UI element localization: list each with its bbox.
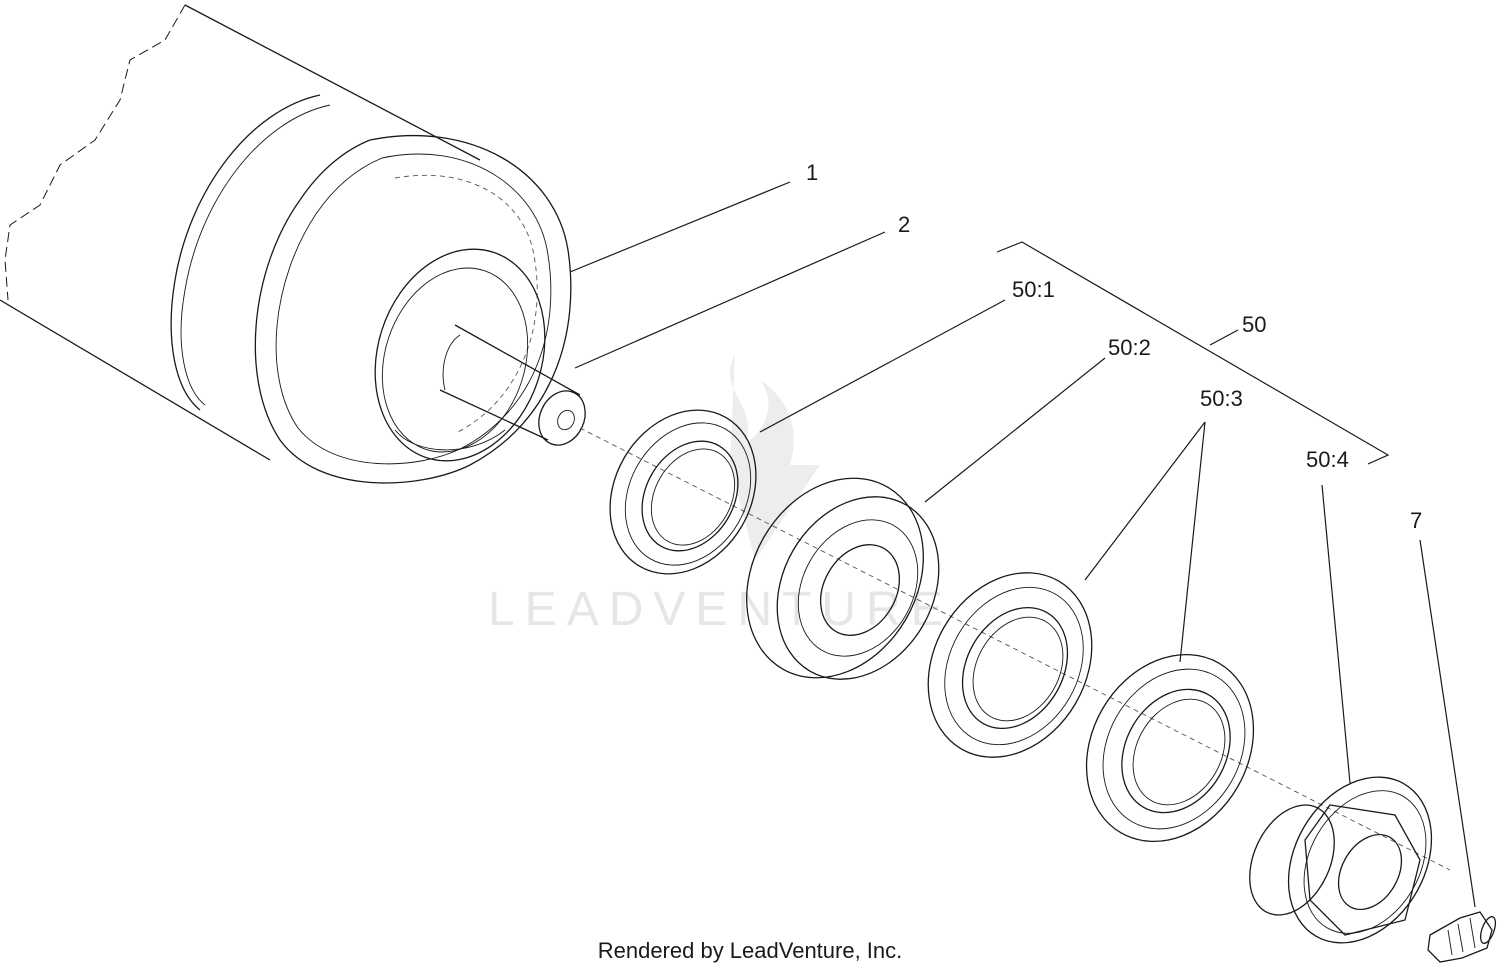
callout-1: 1 bbox=[806, 160, 818, 185]
bearing-50-2 bbox=[746, 477, 940, 680]
grease-fitting-7 bbox=[1427, 911, 1497, 963]
seal-50-1-lip bbox=[650, 448, 736, 546]
leader-50-3-a bbox=[1084, 421, 1206, 581]
bearing-50-2-front bbox=[776, 496, 940, 680]
leader-1 bbox=[569, 181, 791, 273]
flange-nut-50-4-hub bbox=[1249, 804, 1335, 916]
callout-50-4: 50:4 bbox=[1306, 447, 1349, 472]
grease-fitting-7-threads bbox=[1447, 917, 1476, 956]
seal-50-3-b-outer bbox=[1085, 653, 1255, 843]
tire-break-line bbox=[4, 4, 186, 301]
seal-50-3-a-face bbox=[944, 586, 1084, 746]
watermark-flame-logo bbox=[729, 355, 820, 560]
tire-sidewall bbox=[254, 135, 572, 484]
tire-hidden-edge bbox=[394, 174, 538, 433]
flange-nut-50-4-flange bbox=[1287, 776, 1433, 944]
grease-fitting-7-tip bbox=[1479, 916, 1497, 944]
bearing-50-2-back bbox=[746, 477, 924, 679]
flange-nut-50-4-bore bbox=[1337, 833, 1403, 911]
seal-50-1-outer bbox=[609, 409, 757, 575]
leader-50-3-b bbox=[1179, 421, 1206, 663]
watermark: LEADVENTURE bbox=[488, 355, 953, 636]
seal-50-1 bbox=[609, 409, 757, 575]
seal-50-3-b-face bbox=[1102, 668, 1246, 830]
seal-50-3-a bbox=[927, 572, 1093, 758]
leader-50-2 bbox=[924, 357, 1106, 503]
seal-50-3-a-lip bbox=[972, 616, 1064, 722]
tire-tread-2 bbox=[180, 104, 331, 406]
assembly-centerline bbox=[579, 427, 1451, 871]
callout-50-1: 50:1 bbox=[1012, 277, 1055, 302]
seal-50-1-face bbox=[624, 422, 752, 566]
grease-fitting-7-body bbox=[1427, 911, 1493, 963]
axle-stub bbox=[439, 324, 586, 446]
watermark-text: LEADVENTURE bbox=[488, 583, 953, 636]
axle-end bbox=[538, 390, 586, 446]
callouts: 1 2 50:1 50 50:2 50:3 50:4 7 bbox=[806, 160, 1422, 533]
hub-bore-outer bbox=[374, 248, 546, 462]
tire-sidewall-inner bbox=[275, 153, 552, 465]
wheel-tire bbox=[0, 4, 572, 484]
leader-50-1 bbox=[759, 299, 1006, 433]
bracket-50 bbox=[996, 241, 1390, 465]
leader-50 bbox=[1209, 329, 1239, 346]
seal-50-3-b-lip bbox=[1132, 698, 1226, 806]
leader-7 bbox=[1419, 539, 1476, 908]
seal-50-3-b-inner bbox=[1121, 688, 1231, 814]
axle-body bbox=[439, 324, 581, 441]
callout-2: 2 bbox=[898, 212, 910, 237]
callout-7: 7 bbox=[1410, 508, 1422, 533]
hub-bore-inner bbox=[381, 267, 529, 453]
leader-50-4 bbox=[1321, 484, 1351, 784]
callout-50-2: 50:2 bbox=[1108, 335, 1151, 360]
seal-50-3-b bbox=[1085, 653, 1255, 843]
axle-end-hole bbox=[557, 409, 575, 431]
flange-nut-50-4 bbox=[1249, 776, 1433, 944]
callout-50-3: 50:3 bbox=[1200, 386, 1243, 411]
bearing-50-2-race bbox=[797, 519, 919, 657]
hub-bore-ridge bbox=[394, 429, 506, 451]
seal-50-1-inner bbox=[641, 440, 739, 552]
tire-outline bbox=[0, 4, 481, 461]
seal-50-3-a-outer bbox=[927, 572, 1093, 758]
seal-50-3-a-inner bbox=[961, 606, 1069, 730]
leader-2 bbox=[574, 231, 886, 369]
footer-credit: Rendered by LeadVenture, Inc. bbox=[597, 938, 903, 963]
flange-nut-50-4-hex bbox=[1304, 804, 1421, 936]
leader-lines bbox=[569, 181, 1476, 908]
tire-tread-1 bbox=[170, 94, 321, 411]
callout-50: 50 bbox=[1242, 312, 1266, 337]
axle-shoulder bbox=[442, 334, 461, 391]
bearing-50-2-bore bbox=[820, 544, 900, 636]
